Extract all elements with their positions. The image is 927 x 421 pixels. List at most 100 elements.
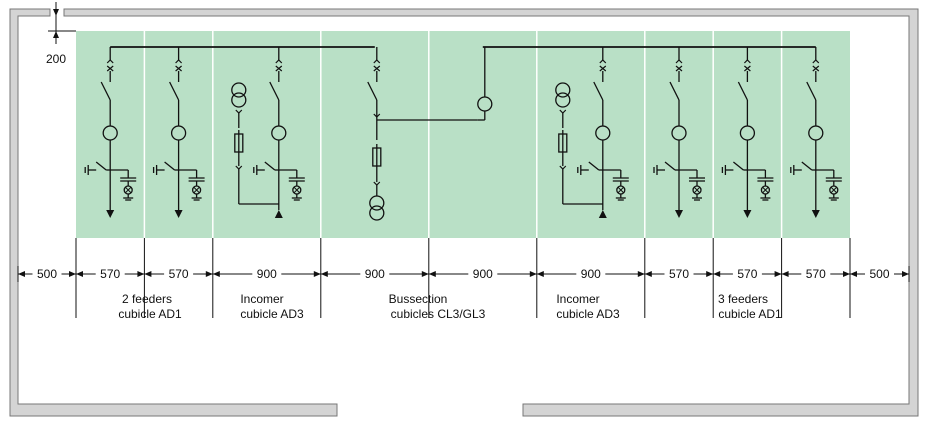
dimension-label-bg: [576, 266, 606, 282]
transformer-winding-icon: [369, 195, 385, 211]
dimension-label: 570: [669, 267, 689, 281]
cross-contact-icon: [373, 65, 381, 72]
switch-blade-icon: [100, 81, 111, 101]
earth-switch-blade-icon: [664, 161, 676, 171]
cubicle-background: [320, 31, 429, 238]
dimension-label: 500: [869, 267, 889, 281]
switch-blade-icon: [669, 81, 680, 101]
indicator-lamp-cross: [193, 186, 200, 194]
indicator-lamp-cross: [762, 186, 769, 194]
cable-outgoing-arrow-icon: [174, 210, 183, 218]
cubicle-background: [536, 31, 645, 238]
dimension-arrow: [428, 271, 436, 277]
switch-blade-icon: [737, 81, 748, 101]
cross-contact-icon: [599, 65, 607, 72]
plug-contact-icon: [812, 59, 820, 64]
dimension-label: 570: [169, 267, 189, 281]
dimension-arrow: [774, 271, 782, 277]
group-label-line2: cubicle AD1: [718, 307, 782, 321]
group-label-line1: Bussection: [389, 292, 448, 306]
cubicle-background: [428, 31, 537, 238]
transformer-winding-icon: [369, 205, 385, 221]
dimension-arrow: [902, 271, 909, 277]
group-label-line2: cubicles CL3/GL3: [391, 307, 486, 321]
wall-top-right-section: [63, 8, 919, 417]
earth-switch-blade-icon: [732, 161, 744, 171]
plug-contact-icon: [106, 59, 114, 64]
cable-outgoing-arrow-icon: [811, 210, 820, 218]
dimension-label: 570: [100, 267, 120, 281]
group-label-line1: Incomer: [240, 292, 283, 306]
top-dimension-label: 200: [46, 52, 66, 66]
dimension-label: 900: [581, 267, 601, 281]
dimension-label: 900: [257, 267, 277, 281]
dimension-arrow: [637, 271, 645, 277]
dimension-label-bg: [732, 266, 762, 282]
dimension-arrow: [144, 271, 152, 277]
transformer-winding-icon: [231, 92, 247, 108]
plug-contact-icon: [373, 113, 381, 118]
dimension-arrow: [421, 271, 429, 277]
top-dimension: 200: [46, 2, 76, 66]
wall-left-section: [9, 8, 338, 417]
cable-incoming-arrow-icon: [274, 210, 283, 218]
dimension-label-bg: [252, 266, 282, 282]
dimension-arrow: [781, 271, 789, 277]
transformer-winding-icon: [555, 92, 571, 108]
dimension-label: 900: [473, 267, 493, 281]
transformer-winding-icon: [231, 82, 247, 98]
indicator-lamp-cross: [617, 186, 625, 194]
cable-outgoing-arrow-icon: [106, 210, 115, 218]
dimension-label-bg: [164, 266, 194, 282]
group-label-line2: cubicle AD3: [556, 307, 620, 321]
cubicle-backgrounds: [76, 31, 850, 238]
dimension-label-bg: [360, 266, 390, 282]
dimension-label-bg: [468, 266, 498, 282]
indicator-lamp-cross: [124, 186, 132, 194]
switch-blade-icon: [806, 81, 817, 101]
dimension-arrow: [529, 271, 537, 277]
dimension-arrow: [320, 271, 328, 277]
indicator-lamp-cross: [693, 186, 701, 194]
cross-contact-icon: [744, 65, 751, 72]
dimension-arrow: [713, 271, 721, 277]
group-label-line1: 3 feeders: [718, 292, 768, 306]
earth-switch-blade-icon: [95, 161, 107, 171]
earth-switch-blade-icon: [264, 161, 276, 171]
cubicle-group-labels: 2 feeders cubicle AD1 Incomer cubicle AD…: [118, 292, 782, 321]
dimension-label: 570: [737, 267, 757, 281]
dimension-arrow: [313, 271, 321, 277]
cable-outgoing-arrow-icon: [743, 210, 752, 218]
dimension-arrow: [137, 271, 145, 277]
dimension-label: 900: [365, 267, 385, 281]
dimension-label: 500: [37, 267, 57, 281]
switch-blade-icon: [593, 81, 604, 101]
plug-contact-icon: [275, 59, 283, 64]
dimension-label-bg: [664, 266, 694, 282]
dimension-arrow: [205, 271, 213, 277]
group-label-line2: cubicle AD3: [240, 307, 304, 321]
plug-contact-icon: [373, 59, 381, 64]
dimension-arrow: [843, 271, 850, 277]
dimension-line: 500 570 570 900 900 900 900 570 570 570 500: [17, 238, 910, 318]
switch-blade-icon: [269, 81, 280, 101]
dimension-arrow: [18, 271, 25, 277]
earth-switch-blade-icon: [588, 161, 600, 171]
group-label-line1: Incomer: [556, 292, 599, 306]
room-walls: [9, 8, 919, 417]
dimension-arrow: [212, 271, 220, 277]
plug-contact-icon: [599, 59, 607, 64]
cable-incoming-arrow-icon: [598, 210, 607, 218]
group-label-line2: cubicle AD1: [118, 307, 182, 321]
dimension-label: 570: [806, 267, 826, 281]
cross-contact-icon: [175, 65, 182, 72]
dimension-label-bg: [801, 266, 831, 282]
cubicle-background: [212, 31, 321, 238]
cross-contact-icon: [106, 65, 114, 72]
cross-contact-icon: [275, 65, 283, 72]
earth-switch-blade-icon: [164, 161, 176, 171]
indicator-lamp-cross: [830, 186, 838, 194]
cross-contact-icon: [812, 65, 820, 72]
plug-contact-icon: [675, 59, 683, 64]
dimension-label-bg: [865, 266, 894, 282]
